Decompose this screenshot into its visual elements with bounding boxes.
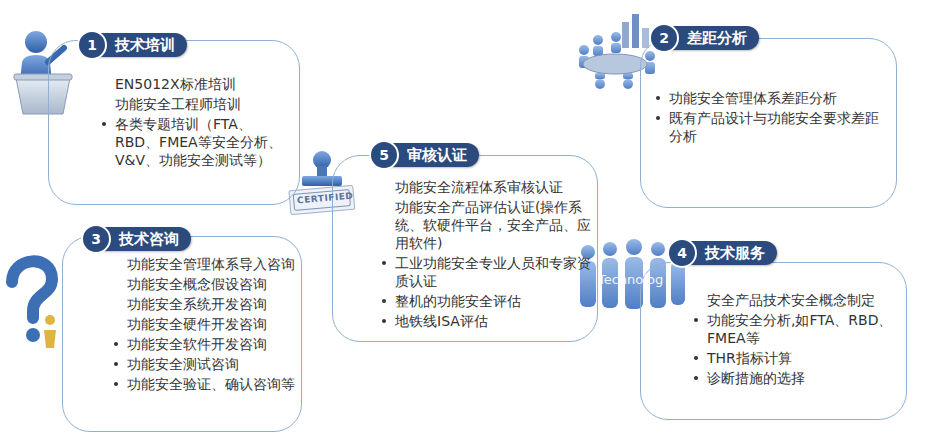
item-text: 功能安全分析,如FTA、RBD、FMEA等 xyxy=(707,312,892,346)
item-text: 既有产品设计与功能安全要求差距分析 xyxy=(669,110,879,144)
item-text: 诊断措施的选择 xyxy=(707,370,805,386)
list-item: 功能安全管理体系差距分析 xyxy=(653,89,885,107)
heading-tab: 5审核认证 xyxy=(377,143,479,167)
item-text: 功能安全管理体系导入咨询 xyxy=(127,256,295,272)
box-heading: 技术服务 xyxy=(705,244,765,263)
list-item: EN5012X标准培训 xyxy=(99,75,291,93)
list-item: 功能安全产品评估认证(操作系统、软硬件平台，安全产品、应用软件) xyxy=(379,198,591,252)
stamp-icon xyxy=(289,151,355,215)
bullet-dot xyxy=(382,319,386,323)
heading-tab: 4技术服务 xyxy=(675,241,777,265)
bullet-dot xyxy=(656,116,660,120)
item-text: EN5012X标准培训 xyxy=(115,76,236,92)
item-text: 功能安全管理体系差距分析 xyxy=(669,90,837,106)
item-text: 各类专题培训（FTA、RBD、FMEA等安全分析、V&V、功能安全测试等） xyxy=(115,116,282,168)
list-item: 功能安全管理体系导入咨询 xyxy=(111,255,295,273)
bullet-dot xyxy=(114,382,118,386)
callout-number: 4 xyxy=(667,238,697,268)
list-item: 工业功能安全专业人员和专家资质认证 xyxy=(379,254,591,290)
list-item: 既有产品设计与功能安全要求差距分析 xyxy=(653,109,885,145)
item-list: 功能安全管理体系差距分析既有产品设计与功能安全要求差距分析 xyxy=(653,89,885,147)
box-heading: 差距分析 xyxy=(687,29,747,48)
list-item: 功能安全分析,如FTA、RBD、FMEA等 xyxy=(691,311,899,347)
list-item: 功能安全验证、确认咨询等 xyxy=(111,375,295,393)
item-list: 安全产品技术安全概念制定功能安全分析,如FTA、RBD、FMEA等 THR指标计算… xyxy=(691,291,899,389)
list-item: 整机的功能安全评估 xyxy=(379,292,591,310)
box-heading: 技术培训 xyxy=(115,36,175,55)
list-item: 地铁线ISA评估 xyxy=(379,312,591,330)
heading-tab: 2差距分析 xyxy=(657,26,759,50)
callout-number: 1 xyxy=(77,30,107,60)
list-item: 功能安全软件开发咨询 xyxy=(111,335,295,353)
list-item: 功能安全硬件开发咨询 xyxy=(111,315,295,333)
item-text: 功能安全测试咨询 xyxy=(127,356,239,372)
service-box: 5审核认证功能安全流程体系审核认证功能安全产品评估认证(操作系统、软硬件平台，安… xyxy=(332,155,598,342)
service-box: 3技术咨询功能安全管理体系导入咨询功能安全概念假设咨询功能安全系统开发咨询功能安… xyxy=(62,236,302,432)
box-heading: 审核认证 xyxy=(407,146,467,165)
list-item: 功能安全系统开发咨询 xyxy=(111,295,295,313)
item-text: 功能安全软件开发咨询 xyxy=(127,336,267,352)
meeting-icon xyxy=(579,14,655,89)
bullet-dot xyxy=(694,356,698,360)
item-text: 功能安全工程师培训 xyxy=(115,96,241,112)
item-text: 工业功能安全专业人员和专家资质认证 xyxy=(395,255,591,289)
list-item: 诊断措施的选择 xyxy=(691,369,899,387)
service-box: 4技术服务安全产品技术安全概念制定功能安全分析,如FTA、RBD、FMEA等TH… xyxy=(640,262,907,420)
list-item: 功能安全测试咨询 xyxy=(111,355,295,373)
bullet-dot xyxy=(382,261,386,265)
list-item: 功能安全概念假设咨询 xyxy=(111,275,295,293)
list-item: THR指标计算 xyxy=(691,349,899,367)
item-text: 整机的功能安全评估 xyxy=(395,293,521,309)
bullet-dot xyxy=(382,299,386,303)
bullet-dot xyxy=(694,318,698,322)
bullet-dot xyxy=(694,376,698,380)
heading-tab: 1技术培训 xyxy=(85,33,187,57)
callout-number: 5 xyxy=(369,140,399,170)
question-icon xyxy=(12,261,56,348)
list-item: 安全产品技术安全概念制定 xyxy=(691,291,899,309)
bullet-dot xyxy=(102,122,106,126)
item-text: THR指标计算 xyxy=(707,350,792,366)
item-text: 功能安全流程体系审核认证 xyxy=(395,179,563,195)
speaker-icon xyxy=(14,31,72,114)
item-text: 功能安全概念假设咨询 xyxy=(127,276,267,292)
list-item: 功能安全工程师培训 xyxy=(99,95,291,113)
item-list: EN5012X标准培训功能安全工程师培训各类专题培训（FTA、RBD、FMEA等… xyxy=(99,75,291,171)
bullet-dot xyxy=(656,96,660,100)
heading-tab: 3技术咨询 xyxy=(89,227,191,251)
item-list: 功能安全流程体系审核认证功能安全产品评估认证(操作系统、软硬件平台，安全产品、应… xyxy=(379,178,591,332)
list-item: 功能安全流程体系审核认证 xyxy=(379,178,591,196)
item-text: 功能安全产品评估认证(操作系统、软硬件平台，安全产品、应用软件) xyxy=(395,199,591,251)
box-heading: 技术咨询 xyxy=(119,230,179,249)
item-text: 安全产品技术安全概念制定 xyxy=(707,292,875,308)
item-text: 功能安全验证、确认咨询等 xyxy=(127,376,295,392)
bullet-dot xyxy=(114,342,118,346)
item-text: 功能安全硬件开发咨询 xyxy=(127,316,267,332)
list-item: 各类专题培训（FTA、RBD、FMEA等安全分析、V&V、功能安全测试等） xyxy=(99,115,291,169)
service-box: 2差距分析功能安全管理体系差距分析既有产品设计与功能安全要求差距分析 xyxy=(640,38,897,208)
item-text: 功能安全系统开发咨询 xyxy=(127,296,267,312)
service-box: 1技术培训EN5012X标准培训功能安全工程师培训各类专题培训（FTA、RBD、… xyxy=(48,40,300,205)
icon-watermark: Technolog xyxy=(598,272,663,287)
item-list: 功能安全管理体系导入咨询功能安全概念假设咨询功能安全系统开发咨询功能安全硬件开发… xyxy=(111,255,295,395)
callout-number: 2 xyxy=(649,23,679,53)
bullet-dot xyxy=(114,362,118,366)
callout-number: 3 xyxy=(81,224,111,254)
item-text: 地铁线ISA评估 xyxy=(395,313,488,329)
